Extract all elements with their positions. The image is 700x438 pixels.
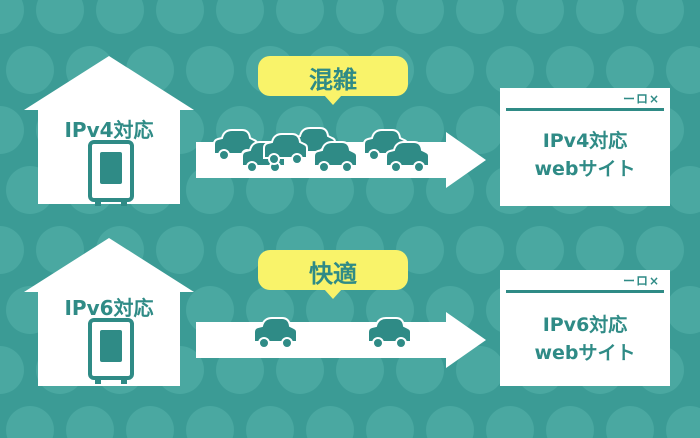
background-dot	[0, 106, 24, 154]
arrow-ipv6	[196, 312, 490, 368]
house-label-ipv4: IPv4対応	[64, 118, 154, 142]
speech-bubble-icon	[258, 250, 408, 299]
bubble-label-congested: 混雑	[309, 66, 357, 94]
background-dot	[606, 406, 654, 438]
background-dot	[456, 106, 504, 154]
browser-window-icon	[500, 88, 670, 206]
car-icon	[262, 132, 308, 166]
window-controls: ーロ×	[622, 274, 660, 288]
car-icon	[252, 316, 298, 350]
background-dot	[606, 46, 654, 94]
background-dot	[6, 406, 54, 438]
background-dot	[156, 0, 204, 34]
house-ipv6: IPv6対応	[20, 236, 198, 388]
bubble-congested: 混雑	[258, 56, 408, 106]
background-dot	[666, 46, 700, 94]
background-dot	[246, 406, 294, 438]
car-icon	[312, 140, 358, 174]
window-line2-ipv4: webサイト	[534, 158, 636, 180]
background-dot	[666, 406, 700, 438]
background-dot	[36, 0, 84, 34]
router-icon	[88, 318, 134, 384]
background-dot	[0, 346, 24, 394]
background-dot	[576, 226, 624, 274]
window-line2-ipv6: webサイト	[534, 342, 636, 364]
house-label-ipv6: IPv6対応	[64, 296, 154, 320]
background-dot	[516, 226, 564, 274]
bubble-label-smooth: 快適	[309, 260, 357, 288]
background-dot	[216, 0, 264, 34]
background-dot	[636, 0, 684, 34]
background-dot	[126, 406, 174, 438]
house-icon	[24, 56, 194, 204]
background-dot	[576, 0, 624, 34]
background-dot	[546, 406, 594, 438]
background-dot	[486, 406, 534, 438]
background-dot	[336, 0, 384, 34]
background-dot	[186, 406, 234, 438]
speech-bubble-icon	[258, 56, 408, 105]
background-dot	[366, 406, 414, 438]
background-dot	[276, 0, 324, 34]
house-icon	[24, 238, 194, 386]
browser-window-icon	[500, 270, 670, 386]
background-dot	[666, 286, 700, 334]
website-window-ipv6: ーロ× IPv6対応 webサイト	[500, 270, 670, 386]
background-dot	[636, 226, 684, 274]
background-dot	[486, 46, 534, 94]
background-dot	[156, 226, 204, 274]
car-icon	[366, 316, 412, 350]
router-icon	[88, 140, 134, 206]
house-ipv4: IPv4対応	[20, 54, 198, 206]
background-dot	[426, 46, 474, 94]
background-dot	[456, 0, 504, 34]
background-dot	[396, 0, 444, 34]
website-window-ipv4: ーロ× IPv4対応 webサイト	[500, 88, 670, 206]
background-dot	[426, 406, 474, 438]
background-dot	[66, 406, 114, 438]
background-dot	[0, 226, 24, 274]
window-line1-ipv4: IPv4対応	[542, 130, 628, 152]
bubble-smooth: 快適	[258, 250, 408, 300]
background-dot	[216, 226, 264, 274]
window-line1-ipv6: IPv6対応	[542, 314, 628, 336]
car-icon	[384, 140, 430, 174]
background-dot	[186, 46, 234, 94]
background-dot	[666, 166, 700, 214]
background-dot	[456, 346, 504, 394]
arrow-icon	[196, 312, 486, 368]
background-dot	[0, 0, 24, 34]
background-dot	[306, 406, 354, 438]
background-dot	[516, 0, 564, 34]
background-dot	[396, 226, 444, 274]
background-dot	[6, 46, 54, 94]
background-dot	[456, 226, 504, 274]
window-controls: ーロ×	[622, 92, 660, 106]
background-dot	[546, 46, 594, 94]
background-dot	[96, 0, 144, 34]
